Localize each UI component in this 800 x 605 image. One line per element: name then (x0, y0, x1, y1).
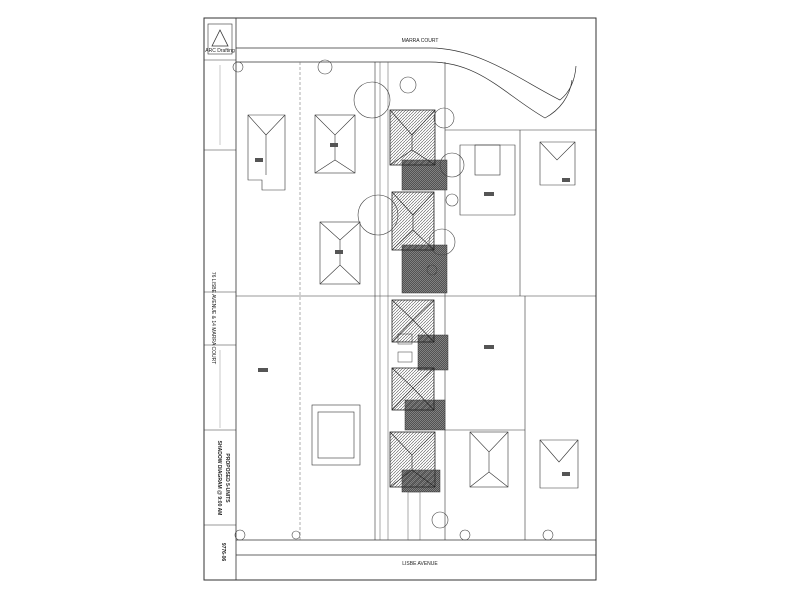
proposed-unit-4 (391, 367, 446, 431)
lot-labels (255, 143, 570, 476)
trees (232, 59, 554, 541)
company-logo: ARC Drafting (205, 23, 235, 55)
neighbour-house-right-4 (539, 439, 579, 489)
proposed-unit-5 (389, 431, 441, 493)
sheet-border (203, 17, 597, 581)
neighbour-house-left-4 (311, 404, 361, 466)
proposed-unit-1 (389, 109, 448, 191)
drawing-number: 9776-06 (220, 543, 226, 562)
neighbour-house-right-2 (539, 141, 576, 186)
neighbour-house-right-3 (469, 431, 509, 488)
proposed-unit-2 (391, 191, 448, 294)
property-boundaries (236, 62, 596, 540)
road-top (236, 47, 577, 119)
title-strip (203, 17, 237, 581)
logo-text: ARC Drafting (205, 48, 235, 54)
neighbour-house-left-2 (314, 114, 356, 174)
neighbour-house-left-3 (319, 221, 361, 285)
street-label-top: MARRA COURT (402, 38, 439, 44)
proposed-unit-3 (391, 299, 449, 371)
project-address: 76 LISBE AVENUE & 14 MARRA COURT (210, 272, 216, 364)
neighbour-house-left-1 (247, 114, 286, 191)
driveway (379, 62, 421, 541)
project-title: PROPOSED 5-UNITS (224, 453, 230, 503)
neighbour-house-right-1 (459, 144, 516, 216)
street-label-bottom: LISBE AVENUE (402, 561, 438, 567)
project-subtitle: SHADOW DIAGRAM @ 9:00 AM (216, 441, 222, 516)
